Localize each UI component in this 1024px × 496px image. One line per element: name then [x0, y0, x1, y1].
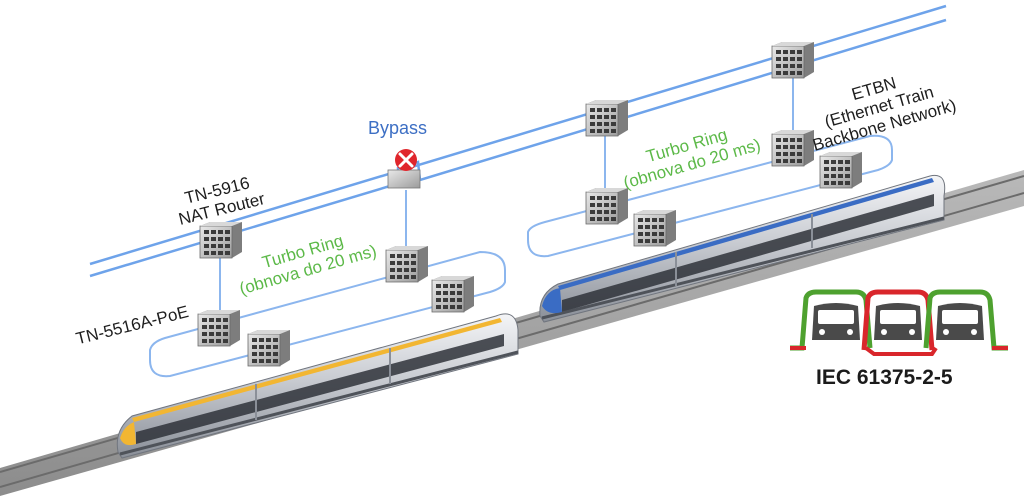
switch-right-ring-2 — [633, 209, 677, 247]
bypass-label: Bypass — [368, 118, 428, 138]
ring-right — [527, 134, 893, 258]
iec-standard-label: IEC 61375-2-5 — [816, 366, 953, 389]
switch-left-ring-1 — [247, 329, 291, 367]
iec-standard-logo — [790, 289, 1008, 356]
switch-left-ring-3 — [431, 275, 475, 313]
switch-tn5516 — [197, 309, 241, 347]
bypass-box — [387, 169, 421, 189]
switch-etbn-top — [771, 41, 815, 79]
train-right — [539, 174, 946, 323]
bypass-cross-icon — [395, 149, 417, 171]
switch-backbone-right — [585, 99, 629, 137]
switch-right-ring-1 — [585, 187, 629, 225]
switch-left-ring-2 — [385, 245, 429, 283]
train-left — [116, 313, 519, 459]
ring-left — [149, 250, 506, 378]
switch-right-ring-3 — [819, 151, 863, 189]
switch-etbn-ring — [771, 129, 815, 167]
switch-tn5916 — [199, 221, 243, 259]
